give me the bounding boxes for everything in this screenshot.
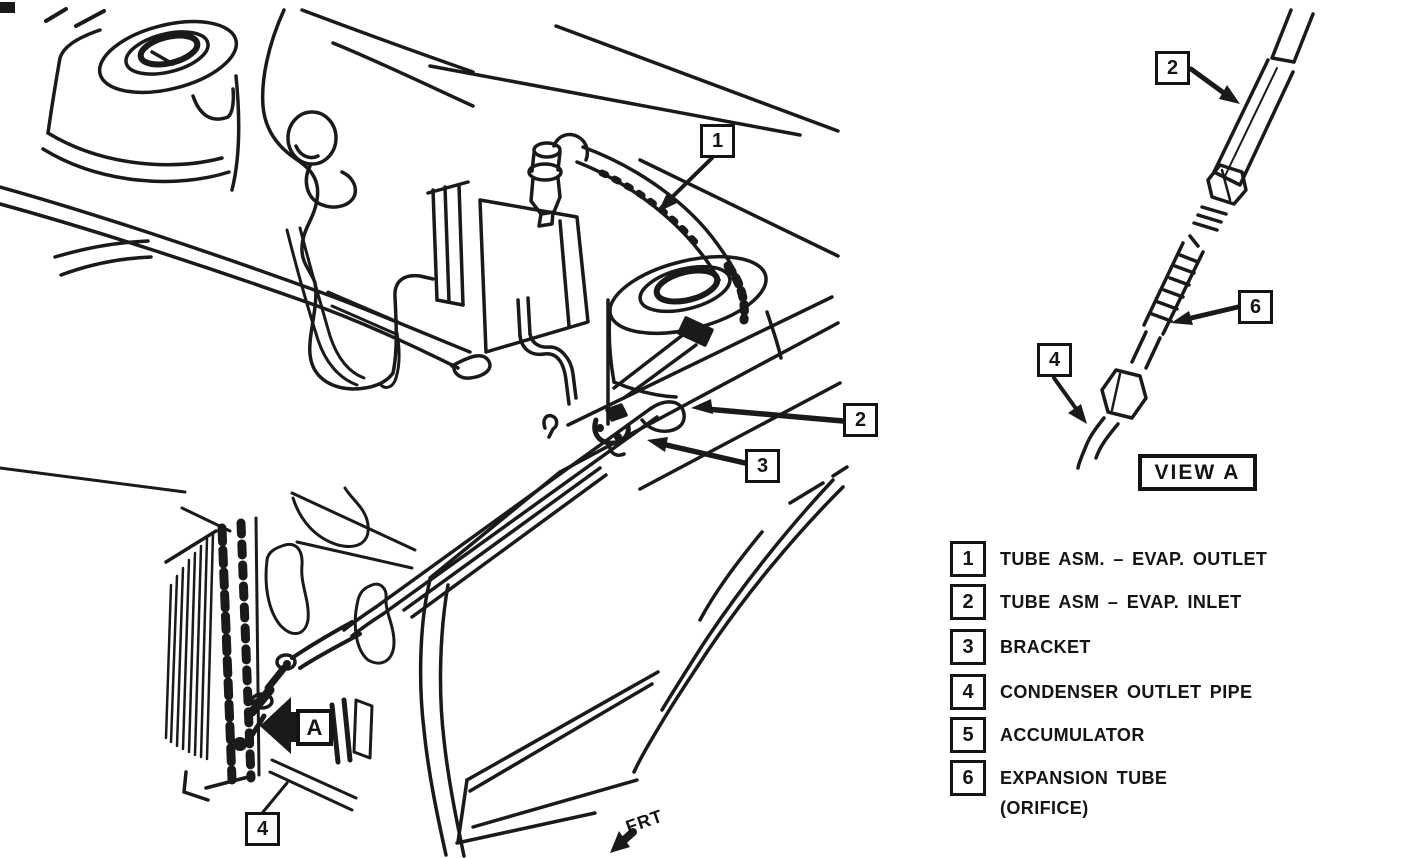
legend-item-3: 3 BRACKET [950,629,1091,665]
callout-3-label: 3 [756,455,769,477]
legend-num-4: 4 [950,674,986,710]
viewa-callout-4-label: 4 [1048,349,1061,371]
view-direction-letter: A [306,714,323,740]
viewa-callout-2-label: 2 [1166,57,1179,79]
frame-member [0,185,492,380]
corner-marks [0,2,106,28]
viewa-callout-6: 6 [1238,290,1273,324]
callout-3: 3 [745,449,780,483]
callout-2-label: 2 [854,409,867,431]
hood-underside-shapes [0,466,417,812]
legend-num-1: 1 [950,541,986,577]
legend-desc-1: TUBE ASM. – EVAP. OUTLET [1000,548,1268,569]
viewa-callout-4: 4 [1037,343,1072,377]
legend-item-2: 2 TUBE ASM – EVAP. INLET [950,584,1242,620]
legend-desc-3: BRACKET [1000,636,1091,657]
bracket-module [426,180,590,354]
callout-1: 1 [700,124,735,158]
condenser-outlet-pipe [233,620,362,751]
callout-leaders-viewa [1052,66,1241,424]
viewa-callout-2: 2 [1155,51,1190,85]
body-diagonals [428,24,849,505]
legend-num-2: 2 [950,584,986,620]
legend-item-4: 4 CONDENSER OUTLET PIPE [950,674,1252,710]
view-a-title: VIEW A [1154,460,1241,484]
legend-item-1: 1 TUBE ASM. – EVAP. OUTLET [950,541,1267,577]
legend-desc-4: CONDENSER OUTLET PIPE [1000,681,1253,702]
callout-4: 4 [245,812,280,846]
legend-num-6: 6 [950,760,986,796]
legend-item-5: 5 ACCUMULATOR [950,717,1145,753]
legend-desc-6: EXPANSION TUBE [1000,767,1168,788]
callout-4-label: 4 [256,818,269,840]
strut-tower [41,19,241,192]
legend-desc-5: ACCUMULATOR [1000,724,1145,745]
tube-bundle [342,296,686,638]
view-a-title-box: VIEW A [1138,454,1257,491]
accumulator [606,255,783,426]
cowl-band [285,226,401,389]
view-direction-arrow [260,697,297,754]
legend-num-3: 3 [950,629,986,665]
legend-desc-2: TUBE ASM – EVAP. INLET [1000,591,1242,612]
callout-2: 2 [843,403,878,437]
legend-num-5: 5 [950,717,986,753]
legend-item-6: 6 EXPANSION TUBE (ORIFICE) [950,760,1168,818]
condenser [164,516,261,802]
frt-arrow [610,828,637,853]
callout-leaders-main [260,156,846,814]
viewa-callout-6-label: 6 [1249,296,1262,318]
view-a-assembly [1076,8,1315,470]
callout-1-label: 1 [711,130,724,152]
fender-wheel-arch [418,470,845,858]
legend-desc-6-line2: (ORIFICE) [1000,798,1089,818]
view-direction-label: A [296,709,333,746]
